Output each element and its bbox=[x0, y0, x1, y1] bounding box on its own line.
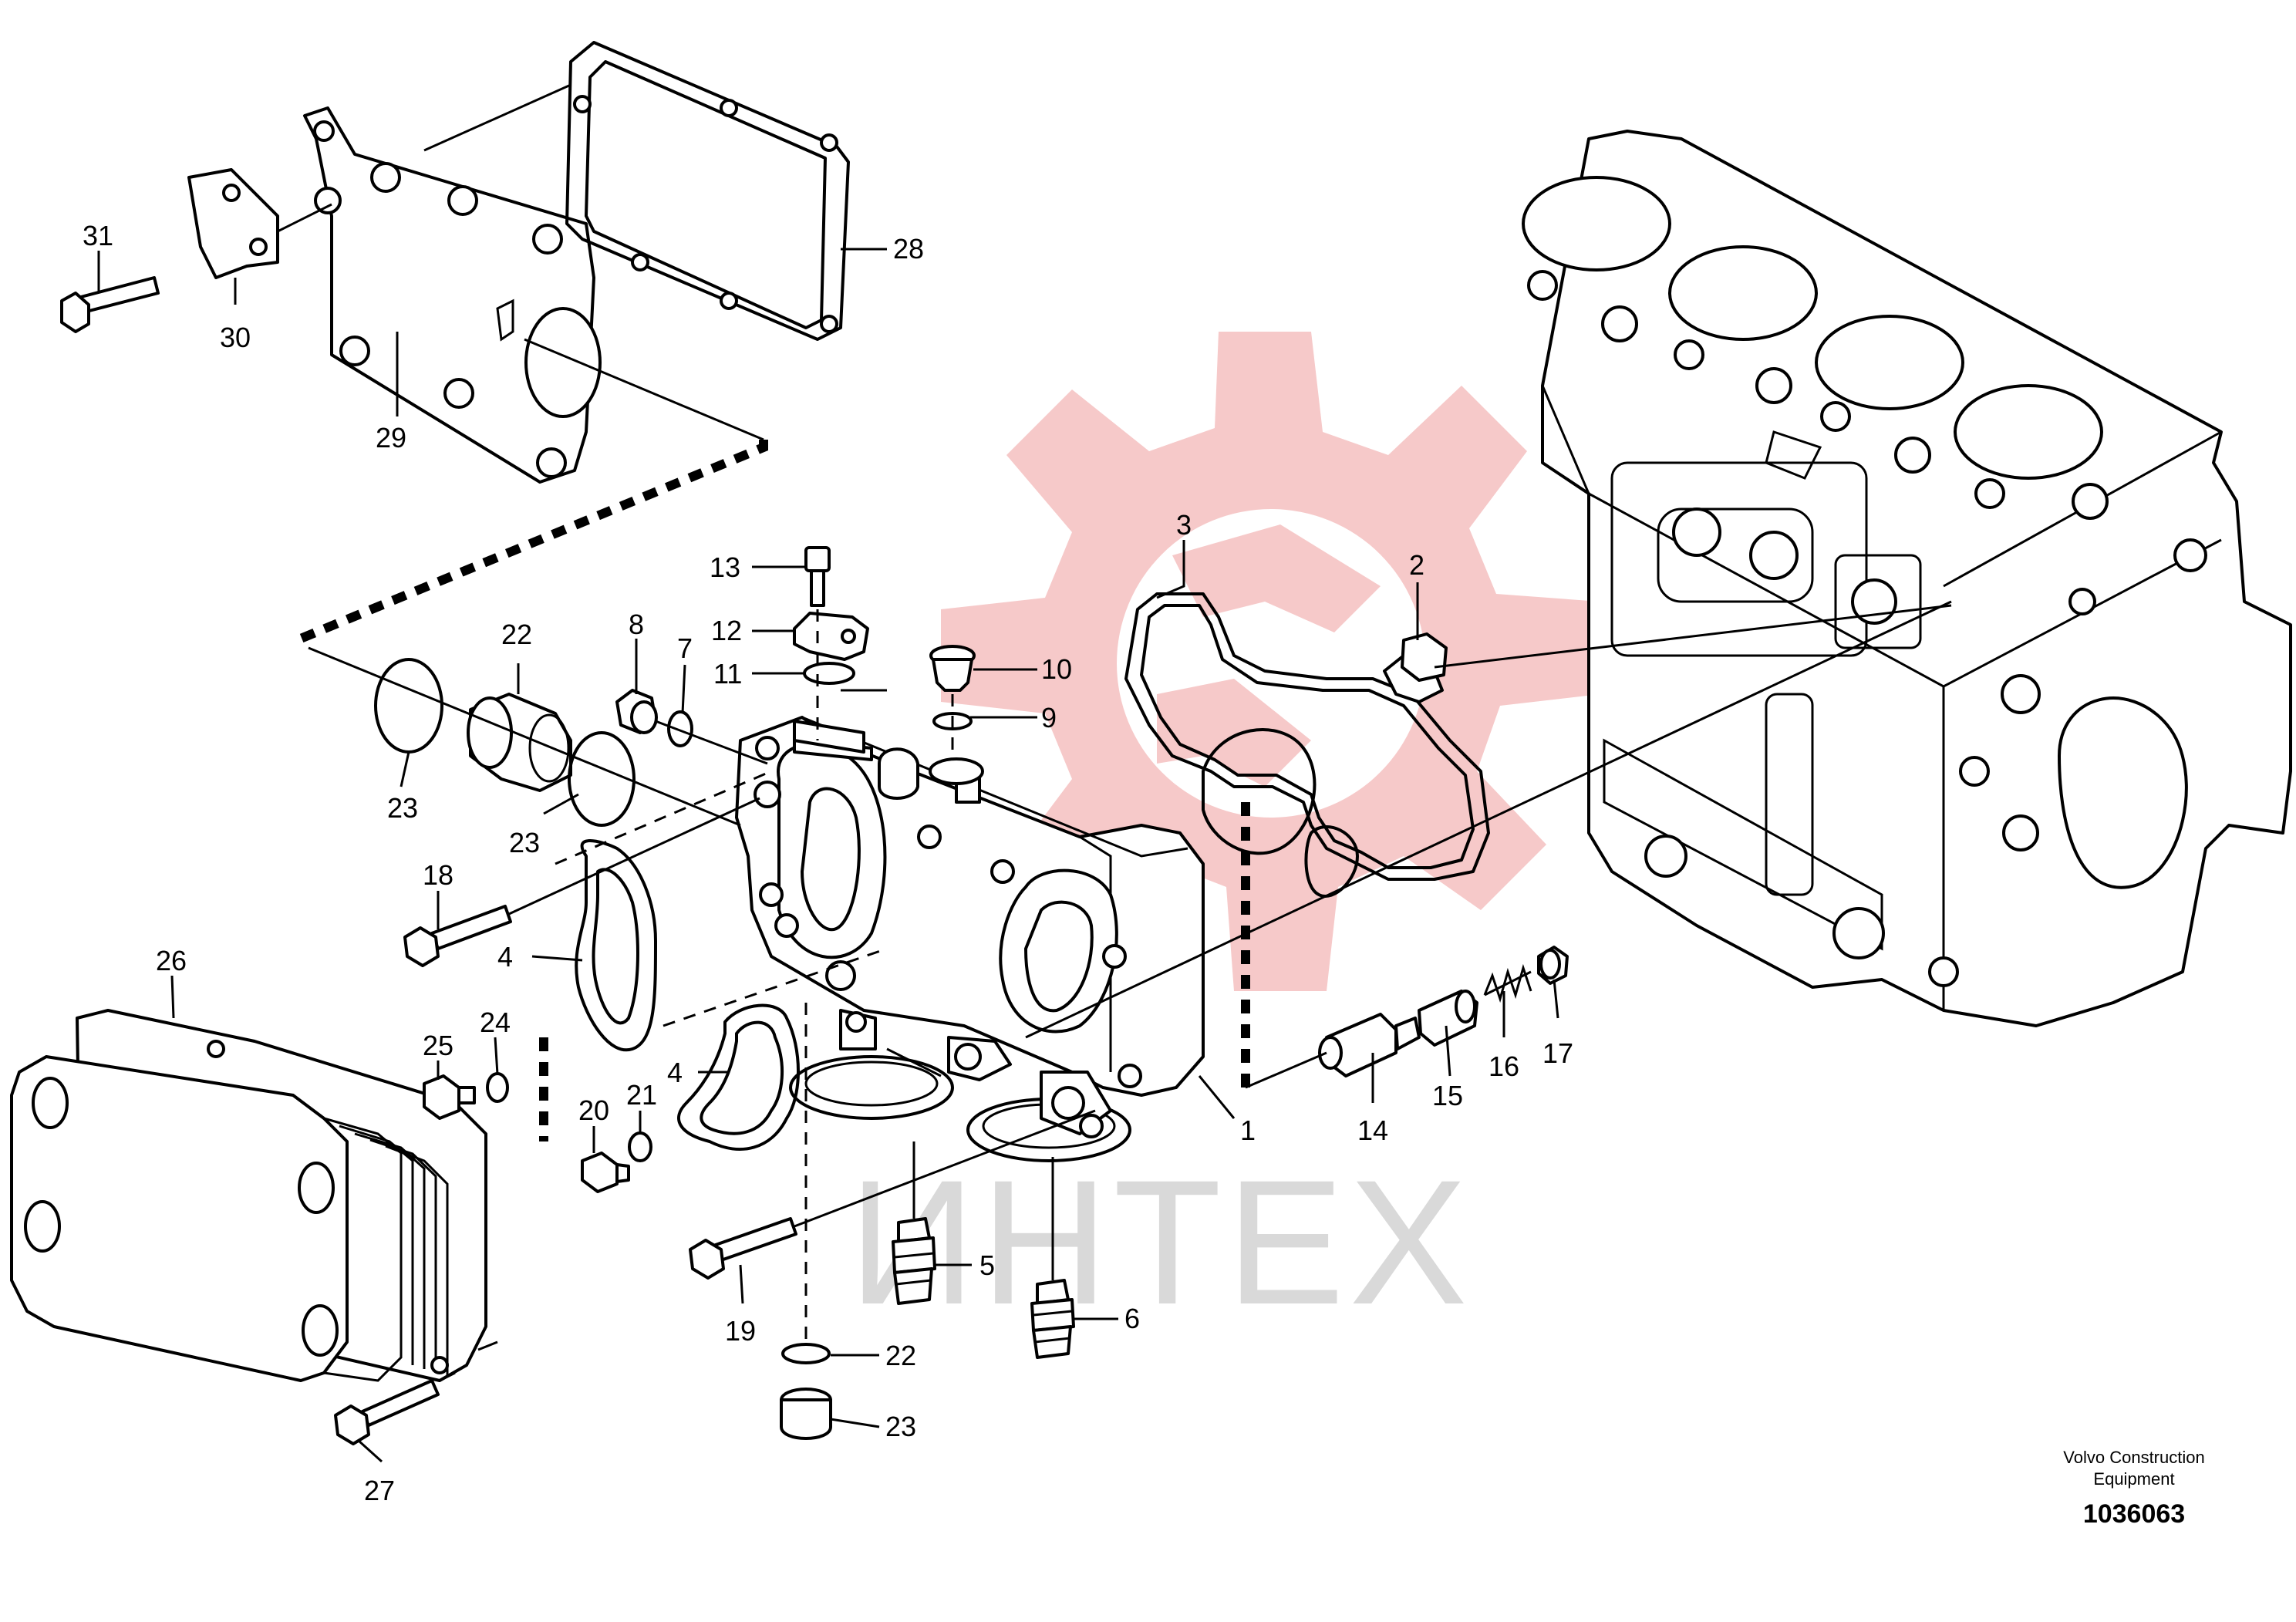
washer-9 bbox=[932, 712, 973, 730]
callout-3: 3 bbox=[1176, 509, 1192, 541]
fitting-5 bbox=[892, 1217, 936, 1305]
callout-23-right: 23 bbox=[509, 827, 540, 858]
washer-24 bbox=[486, 1072, 509, 1103]
watermark-text: ИНТЕХ bbox=[848, 1143, 1472, 1341]
callout-13: 13 bbox=[710, 551, 740, 583]
callout-leaders bbox=[97, 248, 1559, 1463]
callout-23-lower: 23 bbox=[885, 1411, 916, 1442]
washer-21 bbox=[628, 1131, 652, 1162]
gasket-4-upper bbox=[575, 839, 657, 1052]
fitting-6 bbox=[1030, 1279, 1075, 1359]
oil-cooler-26 bbox=[10, 1009, 487, 1382]
seal-ring-7 bbox=[667, 710, 693, 747]
o-ring-23-upper bbox=[374, 658, 443, 754]
callout-1: 1 bbox=[1240, 1114, 1256, 1146]
callout-5: 5 bbox=[979, 1249, 995, 1281]
callout-6: 6 bbox=[1124, 1303, 1140, 1334]
callout-4-left: 4 bbox=[497, 941, 513, 973]
sleeve-22 bbox=[467, 693, 572, 792]
valve-14 bbox=[1318, 1013, 1421, 1077]
callout-31: 31 bbox=[83, 220, 113, 251]
plug-25 bbox=[423, 1074, 476, 1120]
plug-23-lower bbox=[780, 1388, 832, 1440]
callout-23-left: 23 bbox=[387, 792, 418, 824]
callout-20: 20 bbox=[578, 1094, 609, 1126]
plug-2 bbox=[1383, 632, 1448, 703]
callout-4-center: 4 bbox=[667, 1057, 683, 1088]
gasket-3 bbox=[1124, 592, 1490, 898]
engine-block bbox=[1522, 130, 2292, 1027]
callout-15: 15 bbox=[1432, 1080, 1463, 1111]
callout-25: 25 bbox=[423, 1030, 453, 1061]
callout-18: 18 bbox=[423, 859, 453, 891]
bolt-31 bbox=[60, 276, 160, 333]
brand-name-line1: Volvo Construction bbox=[2063, 1448, 2205, 1467]
callout-2: 2 bbox=[1409, 549, 1424, 581]
boss-seat bbox=[929, 757, 984, 785]
callout-22-lower: 22 bbox=[885, 1340, 916, 1371]
callout-19: 19 bbox=[725, 1315, 756, 1347]
callout-7: 7 bbox=[677, 632, 693, 664]
plug-8 bbox=[615, 689, 658, 734]
bolt-27 bbox=[334, 1379, 440, 1445]
spring-16 bbox=[1483, 963, 1532, 1003]
gasket-28 bbox=[565, 41, 850, 341]
brand-block: Volvo Construction Equipment 1036063 bbox=[2018, 1447, 2250, 1529]
watermark-gear-logo bbox=[941, 332, 1600, 991]
bolt-18 bbox=[403, 905, 512, 967]
plug-20 bbox=[581, 1152, 630, 1193]
screw-13 bbox=[804, 546, 831, 607]
o-ring-23-lower bbox=[568, 731, 636, 827]
callout-8: 8 bbox=[629, 609, 644, 640]
callout-28: 28 bbox=[893, 233, 924, 265]
end-cover-29 bbox=[303, 106, 602, 484]
callout-24: 24 bbox=[480, 1007, 511, 1038]
callout-29: 29 bbox=[376, 422, 406, 454]
callout-9: 9 bbox=[1041, 702, 1057, 733]
washer-22-lower bbox=[781, 1343, 831, 1364]
callout-11: 11 bbox=[713, 658, 742, 690]
callout-17: 17 bbox=[1542, 1037, 1573, 1069]
bolt-19 bbox=[689, 1217, 797, 1280]
oil-filter-housing-1 bbox=[735, 716, 1205, 1162]
o-ring-11 bbox=[803, 662, 855, 685]
callout-12: 12 bbox=[711, 615, 742, 646]
gasket-4-lower bbox=[677, 1003, 800, 1151]
piston-15 bbox=[1418, 990, 1478, 1047]
callout-labels: 31 30 29 28 13 12 11 10 9 8 7 22 23 23 3… bbox=[83, 220, 1573, 1506]
bracket-30 bbox=[187, 168, 279, 279]
callout-16: 16 bbox=[1489, 1050, 1519, 1082]
callout-21: 21 bbox=[626, 1079, 657, 1111]
callout-30: 30 bbox=[220, 322, 251, 353]
brand-name-line2: Equipment bbox=[2093, 1469, 2175, 1489]
callout-14: 14 bbox=[1357, 1114, 1388, 1146]
plug-17 bbox=[1537, 946, 1569, 985]
callout-26: 26 bbox=[156, 945, 187, 976]
callout-27: 27 bbox=[364, 1475, 395, 1506]
document-number: 1036063 bbox=[2082, 1499, 2186, 1529]
callout-10: 10 bbox=[1041, 653, 1072, 685]
plug-10 bbox=[929, 645, 976, 692]
callout-22-upper: 22 bbox=[501, 619, 532, 650]
cover-plate-12 bbox=[793, 612, 869, 661]
